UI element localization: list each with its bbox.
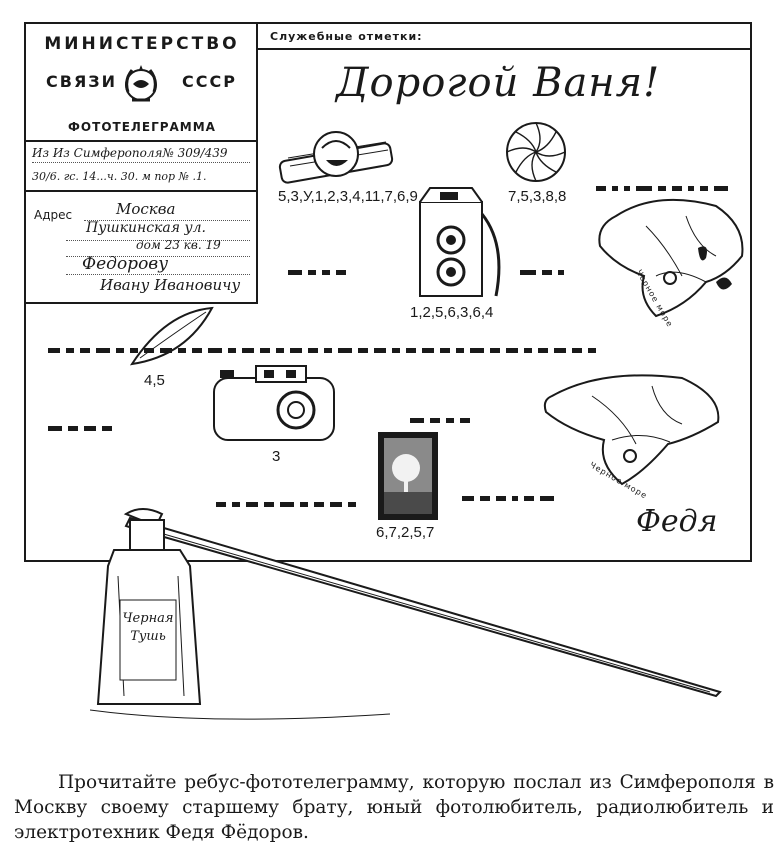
phototelegram-form: МИНИСТЕРСТВО СВЯЗИ СССР ФОТОТЕЛЕГРАММА С… <box>24 22 752 562</box>
address-label: Адрес <box>34 208 73 222</box>
sender-line-2: 30/6. гс. 14...ч. 30. м пор № .1. <box>32 170 207 183</box>
pen-icon <box>123 508 722 698</box>
morse-row <box>216 494 362 507</box>
address-street: Пушкинская ул. <box>86 220 206 236</box>
code-spool: 5,3,У,1,2,3,4,11,7,6,9 <box>278 188 418 205</box>
morse-row <box>462 488 560 501</box>
address-city: Москва <box>116 200 176 218</box>
address-surname: Федорову <box>82 254 169 274</box>
code-leaf: 4,5 <box>144 372 165 389</box>
dotted-line <box>66 274 250 275</box>
service-marks-divider <box>258 48 752 50</box>
ussr-emblem-icon <box>125 65 157 102</box>
sender-line-1: Из Из Симферополя№ 309/439 <box>32 146 228 160</box>
svyazi-label: СВЯЗИ <box>46 72 118 91</box>
code-twin-camera: 1,2,5,6,3,6,4 <box>410 304 494 321</box>
code-small-camera: 3 <box>272 448 281 465</box>
ink-bottle-label: Черная Тушь <box>122 611 174 644</box>
service-marks-label: Служебные отметки: <box>270 30 423 43</box>
morse-row <box>48 418 118 431</box>
crimea-map-2-icon <box>543 374 720 486</box>
sender-info-box: Из Из Симферополя№ 309/439 30/6. гс. 14.… <box>26 140 258 192</box>
morse-row <box>596 178 734 191</box>
code-photo: 6,7,2,5,7 <box>376 524 435 541</box>
signature: Федя <box>636 504 718 539</box>
morse-row <box>520 262 570 275</box>
address-name: Ивану Ивановичу <box>100 276 241 294</box>
caption-text: Прочитайте ребус-фототелеграмму, которую… <box>14 772 774 843</box>
code-aperture: 7,5,3,8,8 <box>508 188 567 205</box>
header-box: МИНИСТЕРСТВО СВЯЗИ СССР ФОТОТЕЛЕГРАММА <box>26 24 258 142</box>
morse-row <box>288 262 352 275</box>
greeting: Дорогой Ваня! <box>336 60 661 106</box>
dotted-line <box>66 240 250 241</box>
dotted-line <box>66 256 250 257</box>
form-type-label: ФОТОТЕЛЕГРАММА <box>68 120 216 134</box>
crimea-map-1-icon <box>598 198 744 318</box>
address-box: Адрес Москва Пушкинская ул. дом 23 кв. 1… <box>26 192 258 304</box>
rangefinder-camera-icon <box>213 365 335 441</box>
morse-row <box>410 410 476 423</box>
leaf-lens-icon <box>129 306 214 366</box>
sssr-label: СССР <box>182 72 237 91</box>
address-house: дом 23 кв. 19 <box>136 238 221 252</box>
ink-bottle-icon <box>96 519 202 705</box>
twin-lens-camera-icon <box>419 187 501 297</box>
ministry-label: МИНИСТЕРСТВО <box>44 34 240 54</box>
photo-print-icon <box>378 432 438 520</box>
aperture-icon <box>506 122 566 182</box>
ink-bottle-and-pen-icon <box>90 508 722 720</box>
dotted-line <box>84 220 250 221</box>
film-spool-icon <box>278 131 394 184</box>
dotted-line <box>32 162 250 163</box>
morse-row <box>48 340 602 353</box>
